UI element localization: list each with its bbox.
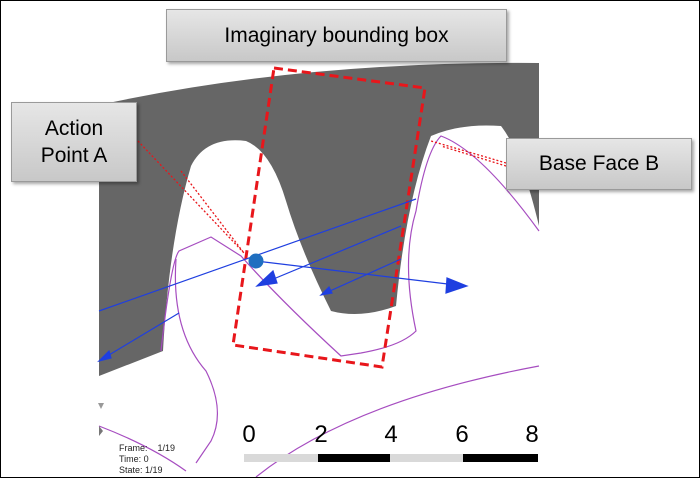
arrow-head-left <box>97 349 112 363</box>
frame-readout: Frame: 1/19 <box>119 443 176 453</box>
gear-body <box>99 62 539 376</box>
label-action-point: Action Point A <box>11 102 137 182</box>
state-readout: State: 1/19 <box>119 465 163 475</box>
scale-tick-0: 0 <box>242 421 256 448</box>
tooth-profile <box>160 135 540 357</box>
force-arrow-diag <box>258 225 402 286</box>
down-icon[interactable] <box>98 403 104 409</box>
scale-tick-2: 2 <box>314 421 328 448</box>
arrow-inner <box>320 258 402 296</box>
arrow-head-right <box>445 277 469 294</box>
leader-action-point <box>137 140 245 254</box>
arrow-head-inner <box>319 285 333 296</box>
scale-tick-8: 8 <box>525 421 539 448</box>
scale-bar-seg-2 <box>318 454 390 462</box>
time-readout: Time: 0 <box>119 454 149 464</box>
label-bounding-box: Imaginary bounding box <box>166 9 507 62</box>
leader-base-face-2 <box>440 145 507 167</box>
scale-bar-seg-1 <box>244 454 318 462</box>
play-icon[interactable] <box>99 426 103 436</box>
label-base-face: Base Face B <box>506 138 692 190</box>
scale-tick-6: 6 <box>455 421 469 448</box>
force-arrow-right <box>255 260 457 286</box>
profile-curve-left <box>98 425 187 472</box>
action-point-a <box>248 253 264 269</box>
arrow-head-diag-left <box>255 269 278 287</box>
scale-tick-4: 4 <box>384 421 398 448</box>
leader-action-point-2 <box>180 170 245 254</box>
leader-base-face <box>430 140 507 164</box>
profile-curve-lower <box>174 258 219 464</box>
normal-line-lower <box>98 312 180 362</box>
imaginary-bounding-box <box>231 66 427 369</box>
scale-bar-seg-3 <box>390 454 463 462</box>
scale-bar-seg-4 <box>463 454 538 462</box>
